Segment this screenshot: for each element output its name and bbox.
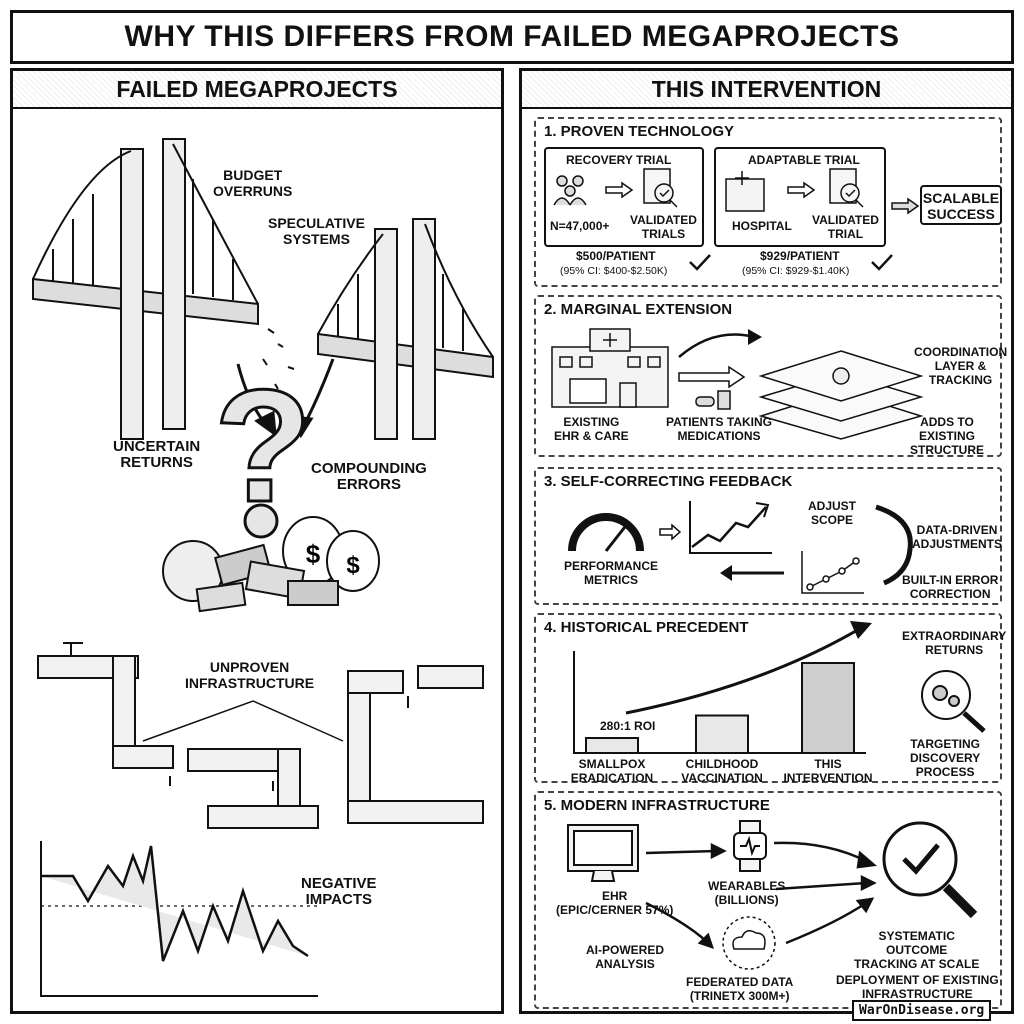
broken-bridge-icon [32,138,494,440]
magnifier-check-icon [882,821,978,919]
recovery-ci: (95% CI: $400-$2.50K) [560,265,668,277]
hospital-ehr-icon [551,328,669,408]
money-pile-icon: $ $ [162,516,380,613]
failed-megaprojects-panel: FAILED MEGAPROJECTS [10,68,504,1014]
people-group-icon [553,175,587,206]
section-historical-precedent: 4. HISTORICAL PRECEDENT 280:1 ROI EXTRAO… [534,613,1006,785]
budget-overruns-label: BUDGET OVERRUNS [213,167,293,199]
adaptable-trial-box [714,147,886,247]
section-proven-technology: 1. PROVEN TECHNOLOGY RECOVERY TRIAL ADAP… [534,117,1002,287]
existing-ehr-label: EXISTING EHR & CARE [554,415,629,443]
targeting-discovery-label: TARGETING DISCOVERY PROCESS [910,737,981,779]
page-title: WHY THIS DIFFERS FROM FAILED MEGAPROJECT… [124,20,900,53]
scalable-success-box: SCALABLE SUCCESS [920,185,1002,225]
adaptable-validated-label: VALIDATED TRIAL [812,213,879,241]
federated-data-label: FEDERATED DATA (TRINETX 300M+) [686,975,794,1003]
section-self-correcting-feedback: 3. SELF-CORRECTING FEEDBACK ADJUST SCOPE… [534,467,1002,605]
historical-precedent-chart [573,621,872,754]
computer-monitor-icon [567,824,639,882]
svg-text:$: $ [346,552,360,579]
return-arrow-icon [720,565,784,581]
compounding-errors-label: COMPOUNDING ERRORS [311,460,427,493]
unproven-infrastructure-label: UNPROVEN INFRASTRUCTURE [185,659,315,691]
bar-category-label: SMALLPOX ERADICATION [570,757,654,785]
question-mark-icon: ? [213,355,313,539]
arrow-icon [659,523,682,541]
recovery-validated-label: VALIDATED TRIALS [630,213,697,241]
section-4-title: 4. HISTORICAL PRECEDENT [544,619,749,636]
data-driven-label: DATA-DRIVEN ADJUSTMENTS [912,523,1003,551]
uncertain-returns-label: UNCERTAIN RETURNS [113,438,201,471]
cloud-network-icon [722,916,776,970]
scatter-trend-icon [801,551,864,594]
bar-category-label: CHILDHOOD VACCINATION [681,757,763,785]
section-5-title: 5. MODERN INFRASTRUCTURE [544,797,770,814]
coordination-layers-icon [758,350,924,440]
svg-text:$: $ [306,539,321,569]
magnifier-gears-icon [921,670,986,733]
section-modern-infrastructure: 5. MODERN INFRASTRUCTURE EHR (EPIC/CERNE… [534,791,1002,1009]
recovery-n-label: N=47,000+ [550,219,610,233]
smartwatch-icon [733,820,767,872]
check-icon [871,254,893,271]
left-panel-header: FAILED MEGAPROJECTS [13,71,501,109]
extraordinary-returns-label: EXTRAORDINARY RETURNS [902,629,1007,657]
wearables-label: WEARABLES (BILLIONS) [708,879,786,907]
ehr-label: EHR (EPIC/CERNER 57%) [556,889,674,917]
right-panel-header: THIS INTERVENTION [522,71,1011,109]
recovery-cost: $500/PATIENT [576,249,656,263]
title-bar: WHY THIS DIFFERS FROM FAILED MEGAPROJECT… [10,10,1014,64]
this-intervention-panel: THIS INTERVENTION 1. PROVEN TECHNOLOGY R… [519,68,1014,1014]
validated-doc-icon [829,168,864,208]
negative-impacts-chart [40,841,318,997]
arrow-icon [787,181,816,199]
watermark: WarOnDisease.org [852,1000,992,1021]
recovery-trial-box [544,147,704,247]
bar-1 [695,714,749,754]
adaptable-cost: $929/PATIENT [760,249,840,263]
trend-chart-icon [689,501,772,554]
section-2-title: 2. MARGINAL EXTENSION [544,301,733,318]
bar-category-label: THIS INTERVENTION [783,757,873,785]
performance-metrics-label: PERFORMANCE METRICS [564,559,659,587]
check-icon [689,254,711,271]
hospital-icon [725,171,765,212]
flow-arrows [645,841,877,949]
section-1-title: 1. PROVEN TECHNOLOGY [544,123,735,140]
gauge-icon [568,513,644,552]
adaptable-trial-title: ADAPTABLE TRIAL [748,153,860,167]
adaptable-ci: (95% CI: $929-$1.40K) [742,265,850,277]
adjust-scope-label: ADJUST SCOPE [808,499,857,527]
coordination-layer-label: COORDINATION LAYER & TRACKING [914,345,1008,387]
curved-arrow-icon [678,329,762,389]
scalable-success-label: SCALABLE SUCCESS [922,190,1000,222]
arrow-icon [891,197,920,215]
arrow-icon [605,181,634,199]
speculative-systems-label: SPECULATIVE SYSTEMS [268,215,365,247]
bar-0 [585,737,639,754]
adds-to-existing-label: ADDS TO EXISTING STRUCTURE [910,415,984,457]
patients-medications-label: PATIENTS TAKING MEDICATIONS [666,415,772,443]
builtin-correction-label: BUILT-IN ERROR CORRECTION [902,573,999,601]
systematic-tracking-label: SYSTEMATIC OUTCOME TRACKING AT SCALE [854,929,980,971]
pills-icon [695,390,731,410]
bar-2 [801,662,855,754]
section-3-title: 3. SELF-CORRECTING FEEDBACK [544,473,793,490]
ai-analysis-label: AI-POWERED ANALYSIS [586,943,664,971]
section-marginal-extension: 2. MARGINAL EXTENSION [534,295,1007,457]
deployment-label: DEPLOYMENT OF EXISTING INFRASTRUCTURE [836,973,999,1001]
adaptable-hospital-label: HOSPITAL [732,219,792,233]
feedback-loop-arrow [875,504,913,586]
roi-label: 280:1 ROI [600,719,656,733]
negative-impacts-label: NEGATIVE IMPACTS [301,875,377,908]
validated-doc-icon [643,168,678,208]
broken-pipes-icon [37,642,484,829]
recovery-trial-title: RECOVERY TRIAL [566,153,672,167]
pointer-lines [142,700,344,742]
